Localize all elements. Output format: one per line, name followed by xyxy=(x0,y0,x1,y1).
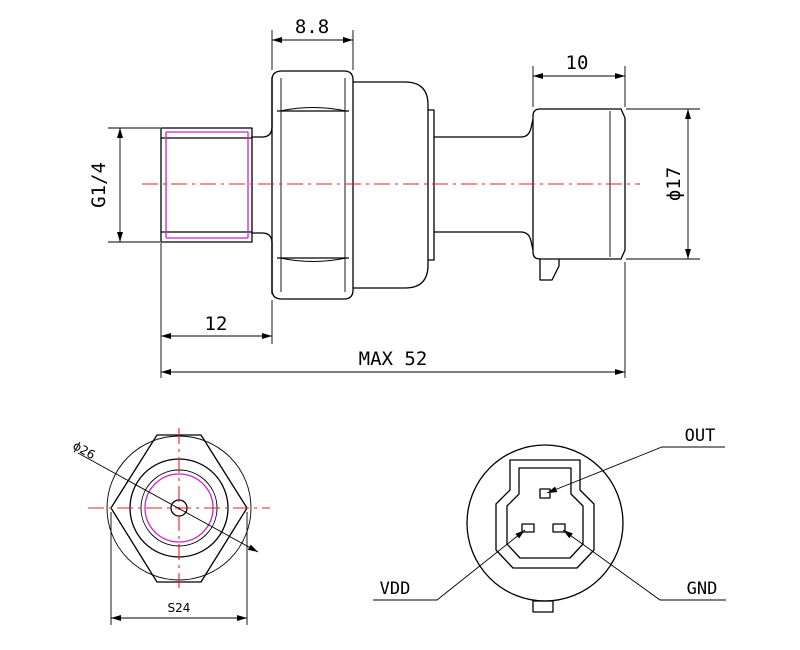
dim-total-length-label: MAX 52 xyxy=(359,348,428,370)
neck xyxy=(252,77,273,294)
dim-across-flats-label: S24 xyxy=(168,601,191,615)
side-view: 8.8 10 G1/4 ϕ17 12 xyxy=(88,16,700,378)
dim-diameter: ϕ17 xyxy=(626,108,700,260)
dim-thread: G1/4 xyxy=(88,127,160,243)
dim-connector-width: 10 xyxy=(532,52,626,107)
dim-hex-width: 8.8 xyxy=(271,16,354,70)
pin-label-gnd: GND xyxy=(687,579,718,599)
dim-thread-length: 12 xyxy=(160,243,273,378)
pin-label-out: OUT xyxy=(685,426,716,446)
pin-vdd xyxy=(521,523,535,533)
dim-thread-label: G1/4 xyxy=(88,162,110,208)
hex-nut xyxy=(271,70,354,300)
connector-view: OUT VDD GND xyxy=(373,426,726,613)
connector-head xyxy=(532,108,626,281)
dim-thread-length-label: 12 xyxy=(205,313,228,335)
dim-total-length: MAX 52 xyxy=(161,262,626,378)
pin-out xyxy=(539,488,551,499)
connector-housing xyxy=(495,459,595,569)
dim-hex-width-label: 8.8 xyxy=(295,16,329,38)
thread-port xyxy=(160,127,253,243)
end-view: ϕ26 S24 xyxy=(71,428,270,625)
dim-end-diameter-label: ϕ26 xyxy=(71,438,98,462)
stem xyxy=(434,118,534,251)
pin-gnd xyxy=(552,523,566,533)
dim-diameter-label: ϕ17 xyxy=(663,167,685,201)
pin-label-vdd: VDD xyxy=(380,579,411,599)
sensor-body xyxy=(353,81,435,289)
dim-connector-width-label: 10 xyxy=(566,52,589,74)
